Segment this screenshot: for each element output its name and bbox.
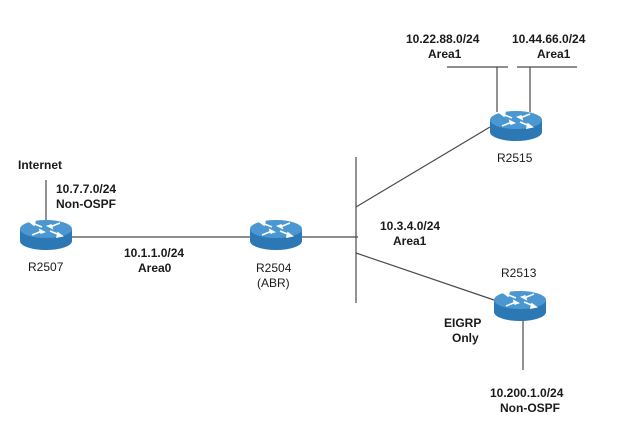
router-r2507-name: R2507 (28, 260, 64, 274)
router-r2504-role: (ABR) (257, 276, 290, 290)
area-10-1-label: Area0 (138, 261, 172, 275)
subnet-10-1-label: 10.1.1.0/24 (124, 246, 185, 260)
router-r2504-name: R2504 (256, 261, 292, 275)
subnet-10-44-label: 10.44.66.0/24 (512, 32, 586, 46)
eigrp-label-line2: Only (452, 331, 479, 345)
subnet-10-7-label: 10.7.7.0/24 (56, 182, 117, 196)
subnet-10-22-label: 10.22.88.0/24 (406, 32, 480, 46)
router-r2513-name: R2513 (501, 266, 537, 280)
router-r2515-name: R2515 (497, 151, 533, 165)
router-r2515 (489, 110, 543, 142)
router-r2513 (493, 290, 547, 322)
router-r2504 (249, 219, 303, 251)
area-10-7-label: Non-OSPF (56, 197, 116, 211)
area-10-3-label: Area1 (393, 234, 427, 248)
eigrp-label-line1: EIGRP (444, 316, 482, 330)
internet-label: Internet (18, 158, 63, 172)
subnet-10-3-label: 10.3.4.0/24 (380, 219, 441, 233)
router-r2507 (19, 219, 73, 251)
area-10-200-label: Non-OSPF (500, 401, 560, 415)
link-segment-r2515 (355, 126, 491, 208)
link-segment-r2513 (355, 252, 495, 301)
area-10-22-label: Area1 (428, 47, 462, 61)
area-10-44-label: Area1 (537, 47, 571, 61)
subnet-10-200-label: 10.200.1.0/24 (490, 386, 564, 400)
